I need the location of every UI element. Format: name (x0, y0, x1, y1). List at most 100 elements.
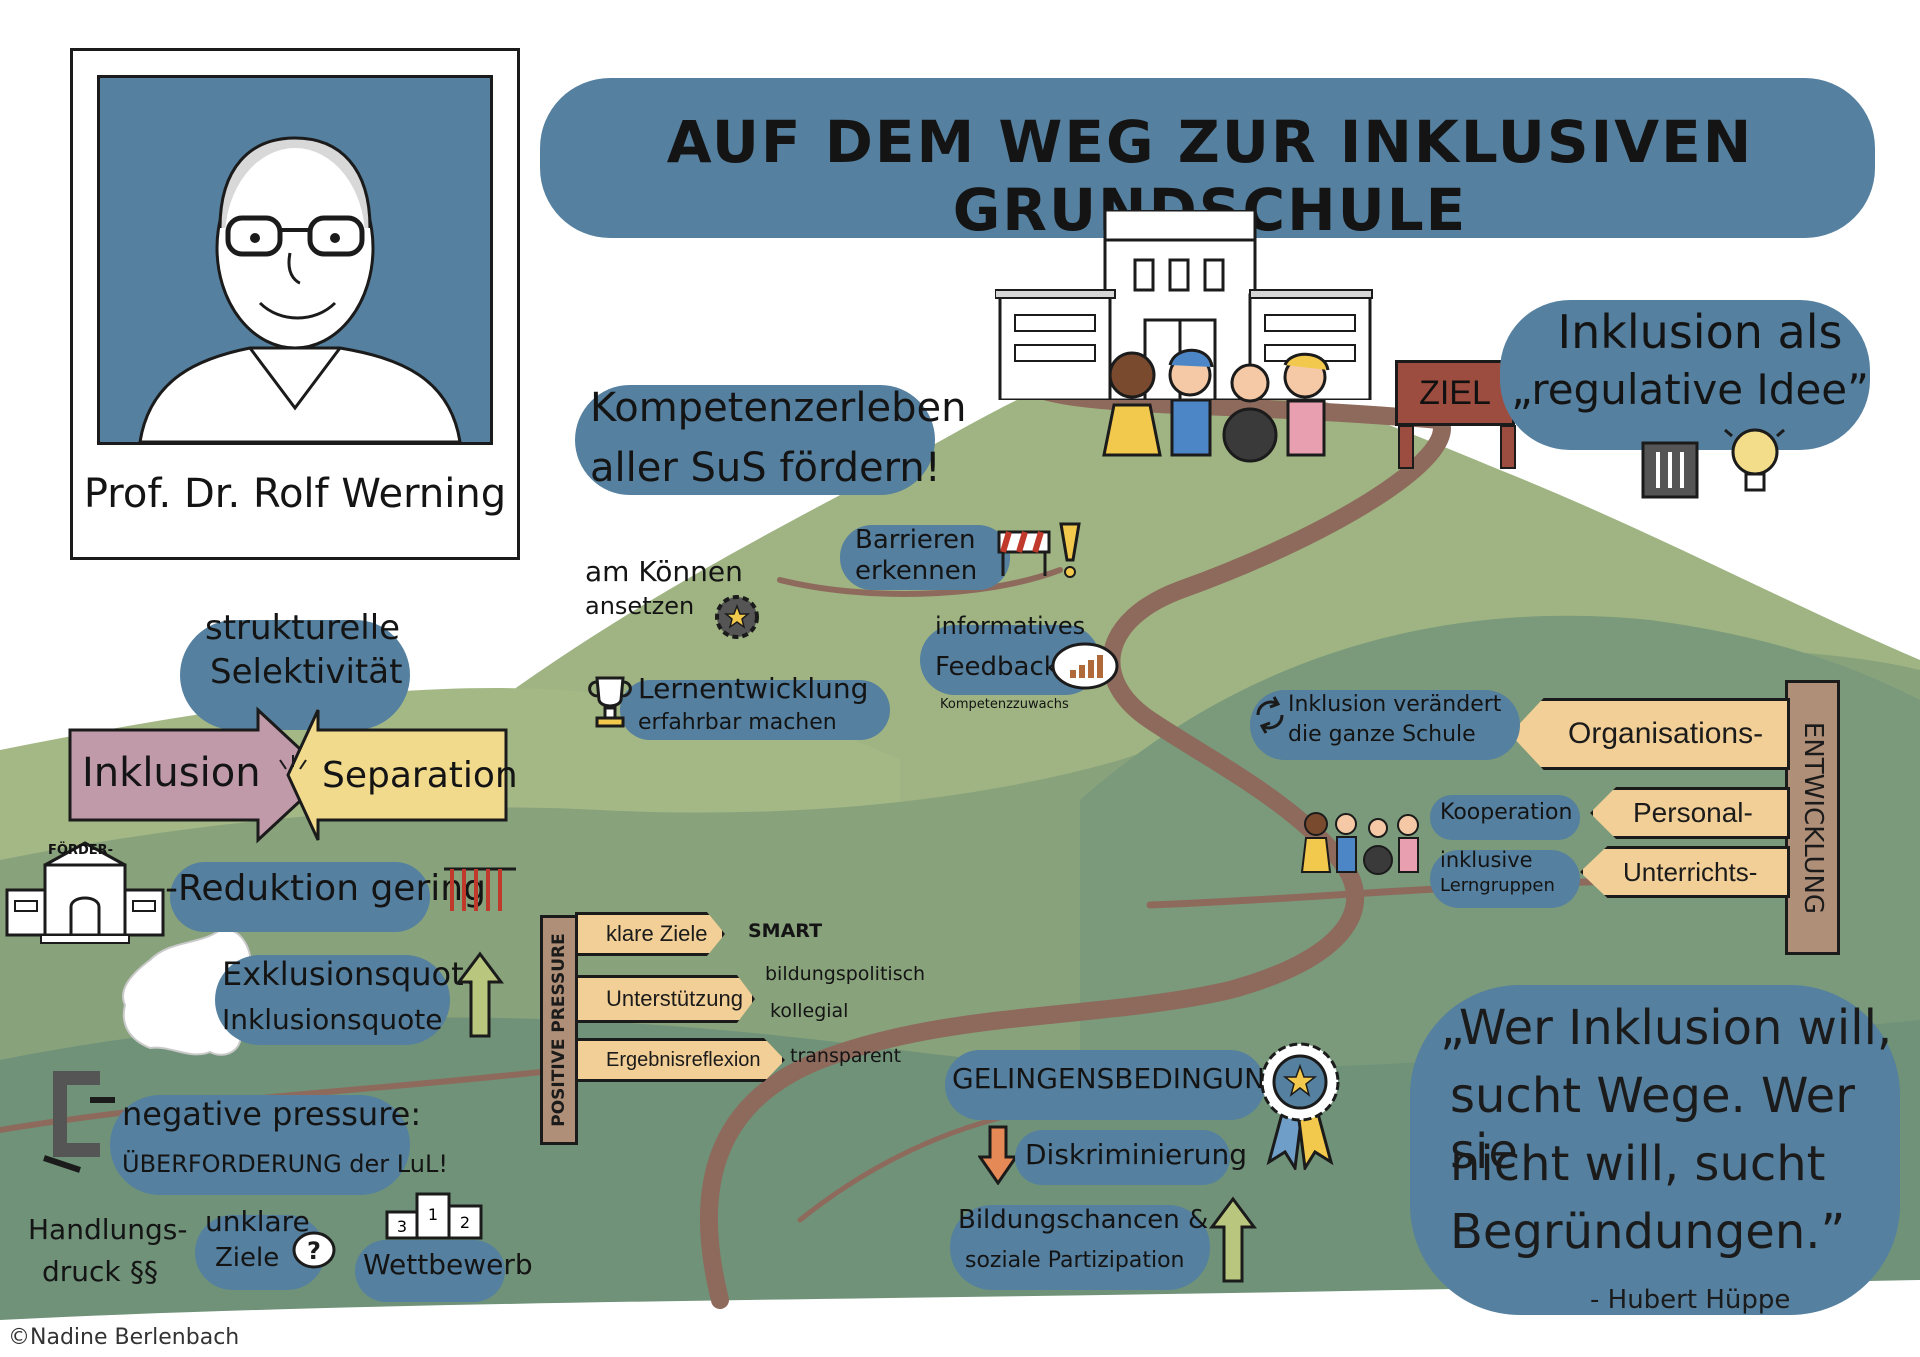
clamp-icon (43, 1071, 115, 1173)
up-arrow-icon (456, 951, 504, 1038)
learning-line1: Lernentwicklung (638, 672, 869, 705)
award-rosette-icon (1260, 1042, 1340, 1170)
paragraph-icon: §§ (130, 1255, 158, 1288)
reduction-bubble (170, 862, 430, 932)
learning-bubble (620, 680, 890, 740)
barriers-bubble (840, 525, 1010, 590)
lightbulb-icon (1724, 428, 1785, 492)
regulative-idea-line1: Inklusion als (1557, 305, 1843, 359)
goal-sign-label: ZIEL (1419, 374, 1491, 412)
negative-pressure-sub: ÜBERFORDERUNG der LuL! (122, 1150, 448, 1178)
development-post: ENTWICKLUNG (1785, 680, 1840, 955)
small-children-group-icon (1300, 812, 1419, 875)
positive-pressure-label: POSITIVE PRESSURE (549, 933, 569, 1127)
competence-bubble (575, 385, 935, 495)
opposing-arrows (68, 706, 508, 844)
regulative-idea-line2: „regulative Idee” (1511, 365, 1869, 414)
sign-personal-label: Personal- (1633, 797, 1753, 828)
portrait-frame: Prof. Dr. Rolf Werning (70, 48, 520, 560)
podium-first: 1 (428, 1205, 438, 1224)
foerderschule-label: FÖRDER- (48, 843, 114, 858)
foerderschule-icon (5, 841, 165, 944)
sliders-icon (1641, 441, 1699, 499)
selectivity-line2: Selektivität (210, 652, 403, 692)
groups-line2: Lerngruppen (1440, 875, 1555, 896)
selectivity-line1: strukturelle (205, 608, 401, 648)
cooperation-bubble (1430, 795, 1580, 840)
speech-bubble-chart-icon (1051, 642, 1119, 690)
sign-personal: Personal- (1590, 787, 1790, 839)
goal-sign-post-left (1398, 425, 1414, 469)
children-group-icon (1102, 348, 1330, 463)
feedback-line1: informatives (935, 612, 1086, 640)
competition-label: Wettbewerb (363, 1248, 533, 1281)
discrimination-bubble (1015, 1130, 1230, 1185)
note-collegial: kollegial (770, 1000, 849, 1022)
down-arrow-icon (978, 1125, 1018, 1185)
feedback-line2: Feedback (935, 652, 1059, 682)
discrimination-label: Diskriminierung (1025, 1138, 1248, 1171)
quote-line3: nicht will, sucht (1450, 1136, 1826, 1192)
side-path-1 (777, 567, 1063, 597)
gear-star-icon (715, 595, 759, 639)
sign-clear-goals-label: klare Ziele (606, 921, 708, 946)
quota-line1: Exklusionsquote (222, 955, 484, 993)
quote-line1: „Wer Inklusion will, (1440, 1000, 1893, 1056)
competence-heading-line2: aller SuS fördern! (590, 445, 941, 491)
note-smart: SMART (748, 920, 823, 942)
sign-teaching: Unterrichts- (1580, 846, 1790, 898)
goal-sign-post-right (1500, 425, 1516, 469)
quote-line2: sucht Wege. Wer sie (1450, 1068, 1855, 1180)
portrait-sketch (138, 136, 462, 442)
quota-bubble (215, 955, 450, 1045)
ability-line2: ansetzen (585, 592, 695, 620)
podium-icon: 3 1 2 (385, 1192, 483, 1240)
school-change-bubble (1250, 690, 1520, 760)
quota-line2: Inklusionsquote (222, 1003, 443, 1036)
school-building-icon (995, 210, 1373, 400)
page-title: AUF DEM WEG ZUR INKLUSIVEN GRUNDSCHULE (666, 108, 1754, 244)
decreasing-bars-icon (444, 867, 516, 911)
note-transparent: transparent (790, 1045, 902, 1067)
question-bubble-icon: ? (292, 1231, 336, 1269)
portrait-name: Prof. Dr. Rolf Werning (83, 471, 507, 517)
ground-edge (0, 1280, 1920, 1357)
note-education-policy: bildungspolitisch (765, 963, 926, 985)
quote-line4: Begründungen.” (1450, 1204, 1846, 1260)
sign-reflection: Ergebnisreflexion (575, 1038, 785, 1082)
sign-support-label: Unterstützung (606, 986, 743, 1011)
negative-pressure-bubble (110, 1095, 410, 1195)
feedback-note: Kompetenzzuwachs (940, 697, 1069, 712)
regulative-idea-bubble (1500, 300, 1870, 450)
sign-clear-goals: klare Ziele (575, 912, 725, 956)
development-label: ENTWICKLUNG (1797, 721, 1828, 914)
podium-third: 3 (397, 1217, 407, 1236)
sign-reflection-label: Ergebnisreflexion (606, 1048, 761, 1071)
chances-line2: soziale Partizipation (965, 1248, 1185, 1273)
inklusion-arrow-label: Inklusion (82, 750, 261, 796)
trophy-icon (588, 676, 632, 728)
sign-teaching-label: Unterrichts- (1623, 856, 1758, 887)
svg-text:?: ? (307, 1237, 321, 1265)
cycle-arrows-icon (1256, 696, 1284, 734)
inklusion-arrow-shape (68, 706, 331, 844)
learning-line2: erfahrbar machen (638, 710, 837, 735)
groups-line1: inklusive (1440, 848, 1533, 872)
up-arrow-green-icon (1209, 1196, 1257, 1283)
groups-bubble (1430, 850, 1580, 908)
competence-heading-line1: Kompetenzerleben (590, 385, 967, 431)
action-pressure-line2: druck (42, 1255, 121, 1288)
portrait-photo (97, 75, 493, 445)
positive-pressure-post: POSITIVE PRESSURE (540, 915, 578, 1145)
barriers-line1: Barrieren (855, 525, 976, 555)
sign-organisation-label: Organisations- (1568, 717, 1764, 750)
sign-organisation: Organisations- (1510, 698, 1790, 770)
separation-arrow-shape (286, 709, 508, 841)
chances-bubble (950, 1205, 1210, 1290)
school-change-line2: die ganze Schule (1288, 722, 1476, 747)
action-pressure-line1: Handlungs- (28, 1213, 188, 1246)
chances-line1: Bildungschancen & (958, 1205, 1209, 1235)
goal-sign: ZIEL (1395, 360, 1515, 426)
school-change-line1: Inklusion verändert (1288, 692, 1502, 717)
podium-second: 2 (460, 1213, 470, 1232)
